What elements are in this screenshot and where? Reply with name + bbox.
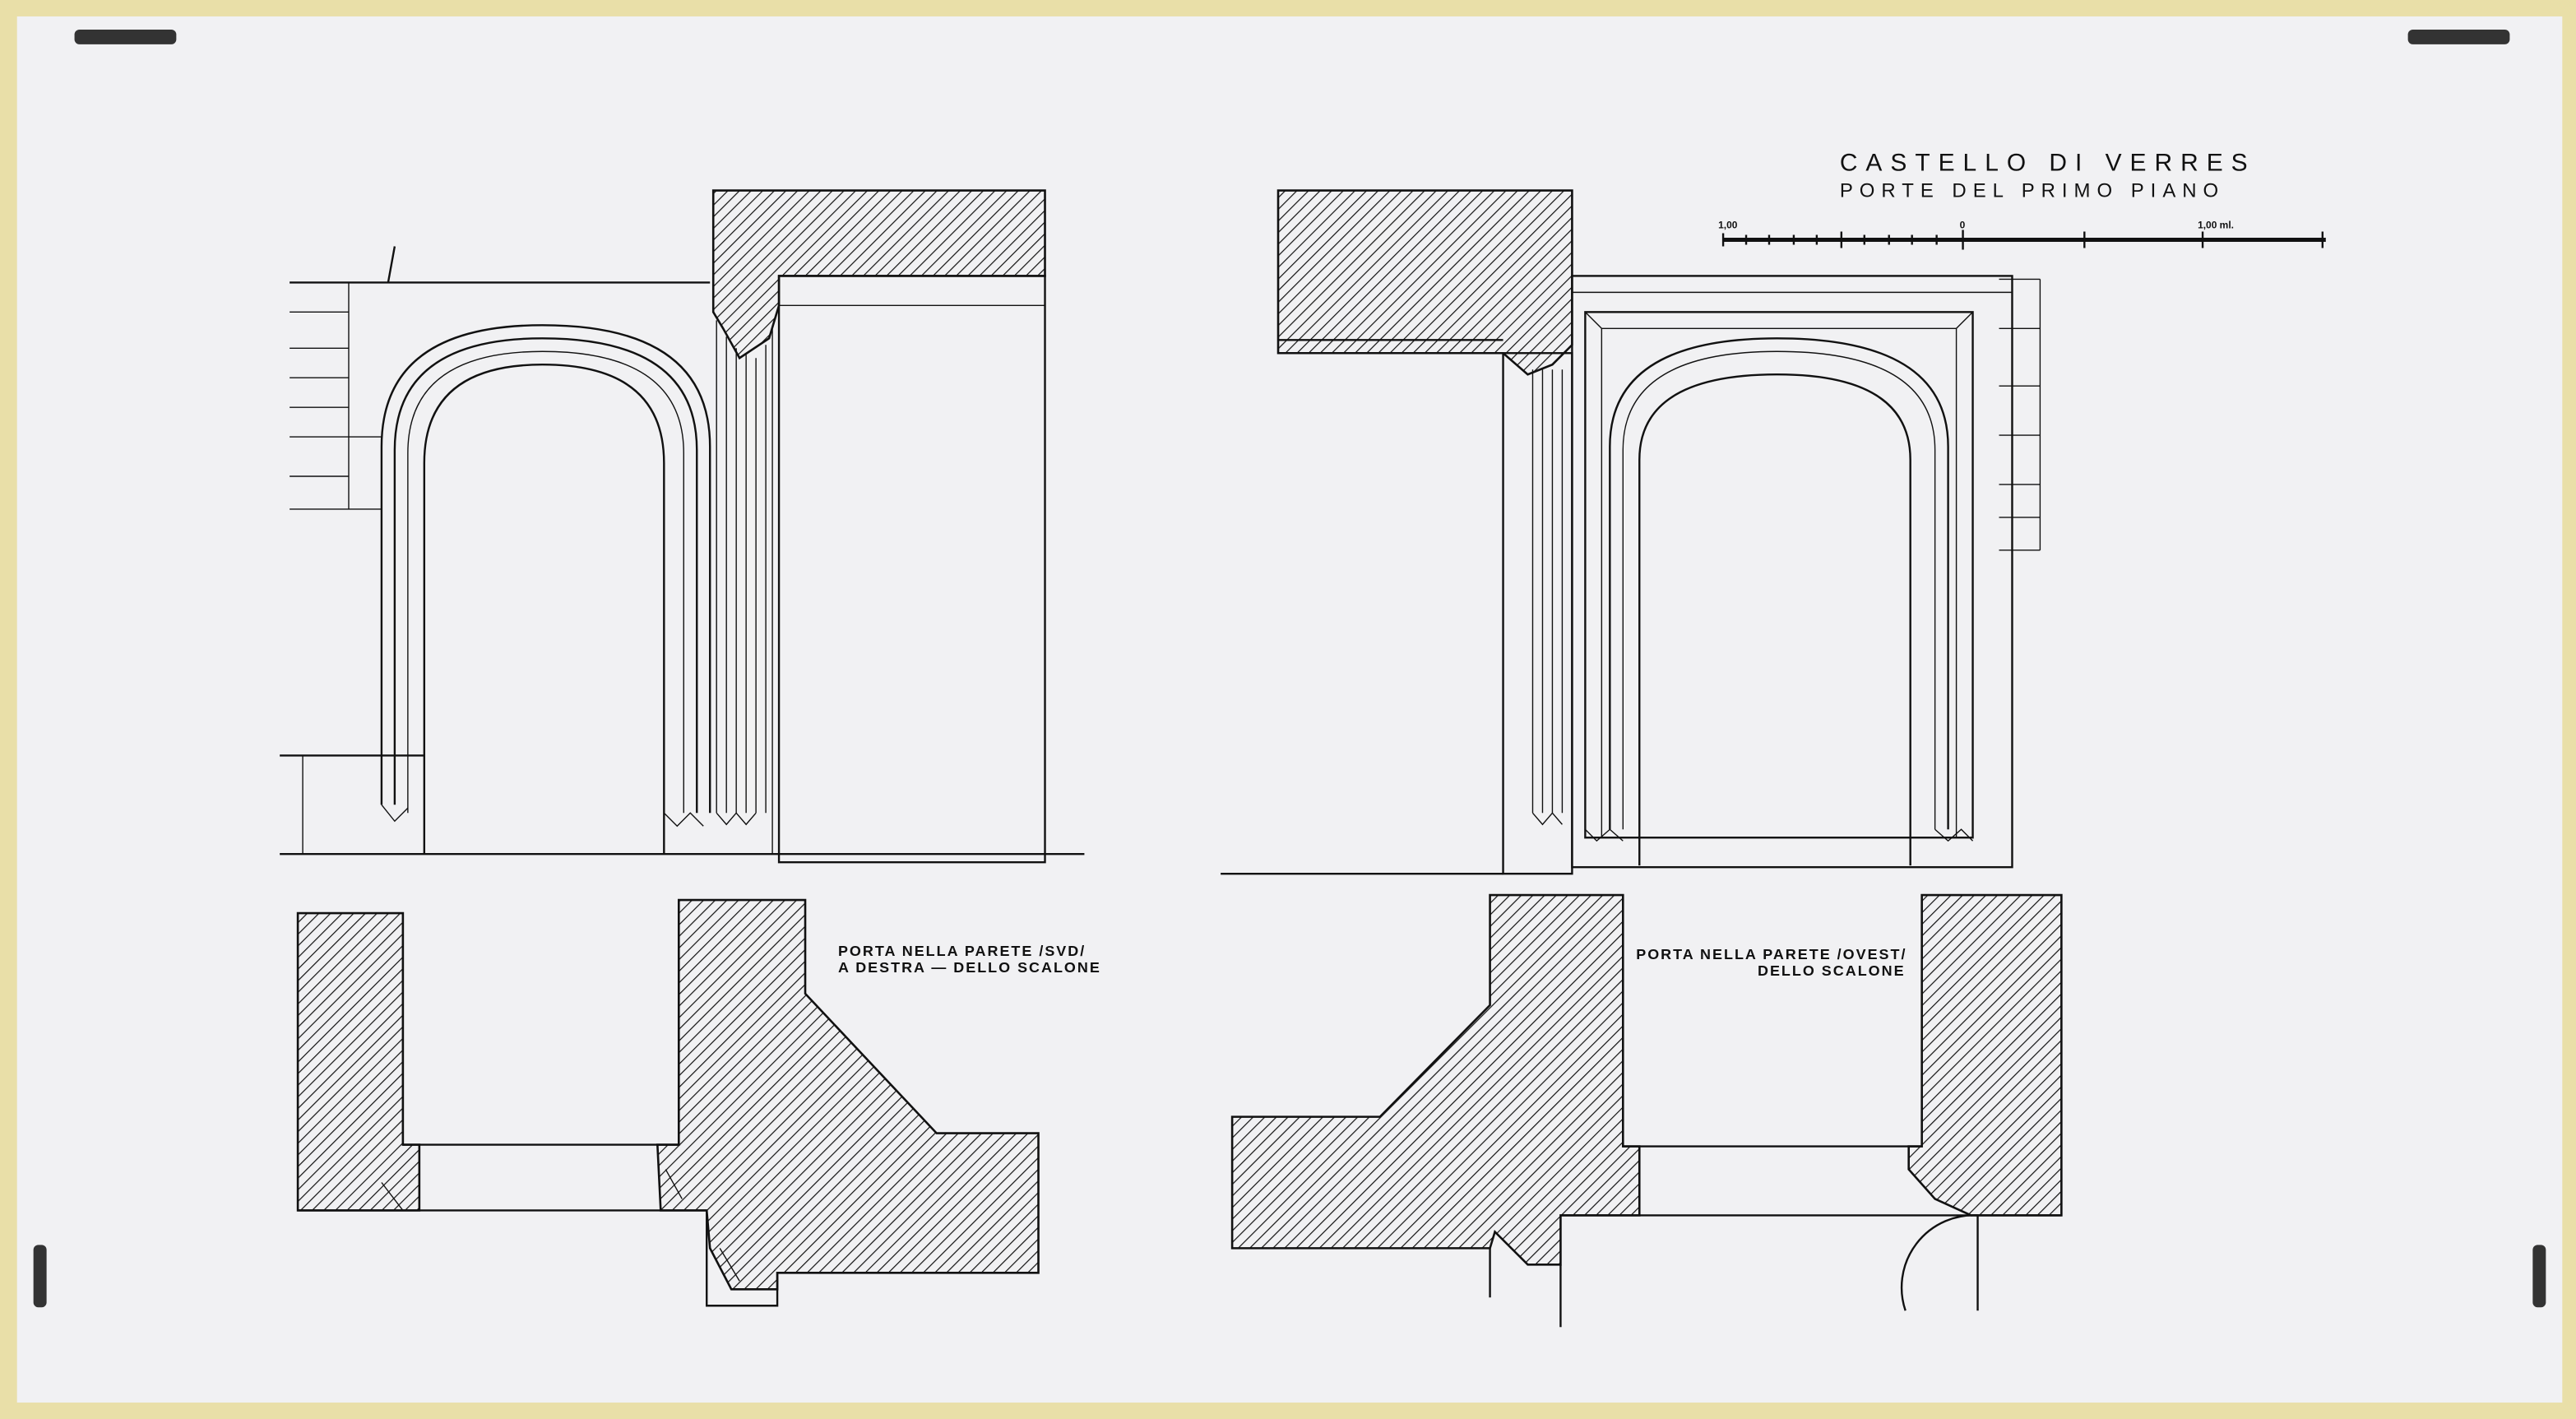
west-caption-line1: PORTA NELLA PARETE /OVEST/	[1636, 946, 1907, 962]
pin-bottom-right	[2532, 1245, 2546, 1308]
south-caption-line2: A DESTRA — DELLO SCALONE	[838, 959, 1101, 976]
scale-bar	[1721, 230, 2326, 250]
title-line1: CASTELLO DI VERRES	[1840, 150, 2256, 177]
title-line2: PORTE DEL PRIMO PIANO	[1840, 180, 2225, 202]
pin-top-left	[74, 29, 177, 44]
south-door-elevation	[280, 189, 1085, 864]
south-caption-line1: PORTA NELLA PARETE /SVD/	[838, 943, 1086, 959]
west-door-elevation	[1221, 189, 2041, 875]
south-door-plan	[296, 898, 1040, 1307]
pin-bottom-left	[33, 1245, 47, 1308]
pin-top-right	[2407, 29, 2510, 44]
west-door-plan	[1230, 893, 2063, 1328]
scale-label-left: 1,00	[1718, 220, 1738, 231]
scale-label-right: 1,00 ml.	[2198, 220, 2234, 231]
west-caption-line2: DELLO SCALONE	[1758, 962, 1906, 979]
scale-label-zero: 0	[1960, 220, 1966, 231]
